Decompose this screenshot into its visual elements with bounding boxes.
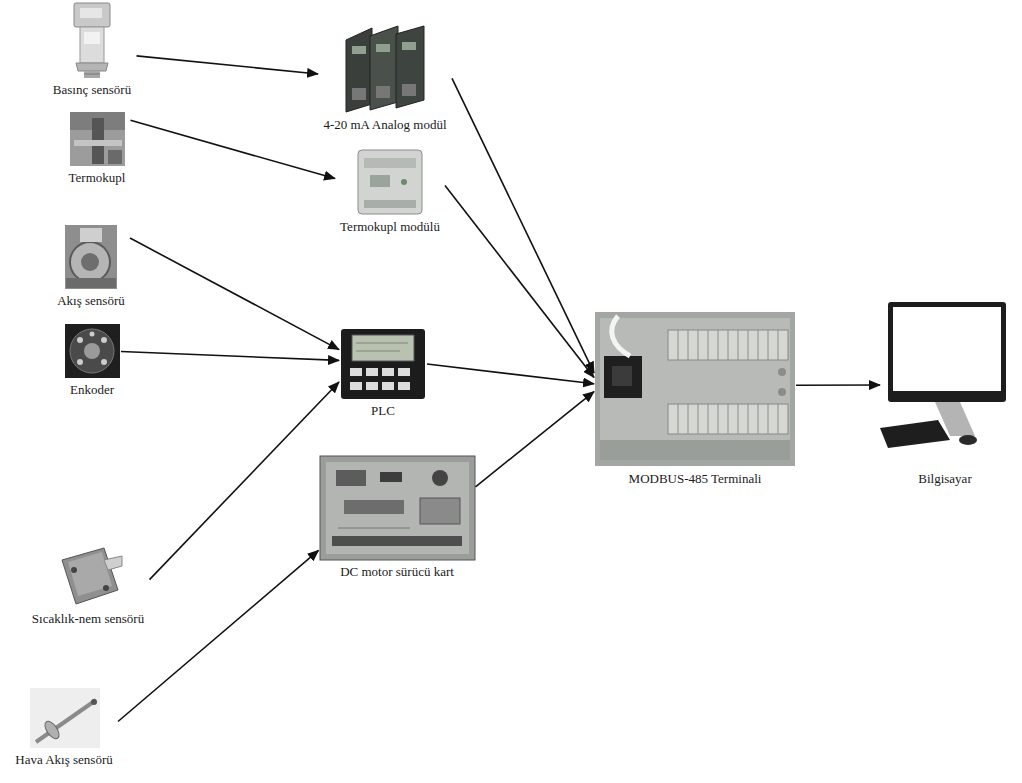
module-node: PLC	[340, 328, 426, 419]
node-label: Hava Akış sensörü	[11, 752, 117, 768]
node-label: Enkoder	[64, 382, 120, 398]
sensor-node: Termokupl	[65, 112, 130, 186]
node-label: Termokupl modülü	[336, 219, 444, 235]
thermocouple-module-photo	[358, 150, 422, 214]
computer-node: Bilgisayar	[881, 302, 1009, 487]
sensor-node: Akış sensörü	[53, 225, 129, 309]
flow-sensor-photo	[65, 225, 117, 289]
node-label: PLC	[340, 403, 426, 419]
connector-arrow	[150, 382, 340, 580]
plc-photo	[341, 329, 425, 399]
node-label: 4-20 mA Analog modül	[319, 117, 451, 133]
thermocouple-photo	[70, 112, 125, 166]
connector-arrow	[130, 238, 339, 350]
connector-arrow	[796, 384, 880, 386]
connector-arrow	[445, 185, 594, 377]
connector-arrow	[427, 364, 594, 384]
dc-motor-driver-photo	[320, 456, 475, 560]
module-node: DC motor sürücü kart	[320, 455, 475, 580]
sensor-node: Sıcaklık-nem sensörü	[28, 545, 149, 627]
encoder-photo	[65, 324, 120, 378]
connector-arrow	[137, 56, 319, 74]
node-label: Sıcaklık-nem sensörü	[28, 611, 149, 627]
computer-icon	[880, 302, 1006, 448]
sensor-node: Hava Akış sensörü	[11, 688, 117, 768]
node-label: Termokupl	[65, 170, 130, 186]
node-label: DC motor sürücü kart	[320, 564, 475, 580]
node-label: Akış sensörü	[53, 293, 129, 309]
analog-module-photo	[346, 26, 424, 112]
node-label: Bilgisayar	[881, 471, 1009, 487]
node-label: MODBUS-485 Terminali	[595, 471, 795, 487]
connector-arrow	[452, 78, 594, 372]
sensor-node: Enkoder	[64, 324, 120, 398]
pressure-sensor-photo	[74, 3, 110, 78]
module-node: 4-20 mA Analog modül	[319, 25, 451, 133]
module-node: Termokupl modülü	[336, 148, 444, 235]
connector-arrow	[131, 120, 336, 178]
node-label: Basınç sensörü	[49, 82, 136, 98]
terminal-node: MODBUS-485 Terminali	[595, 312, 795, 487]
sensor-node: Basınç sensörü	[49, 2, 136, 98]
connector-arrow	[118, 550, 319, 721]
modbus-terminal-photo	[595, 312, 795, 466]
connector-arrow	[121, 352, 339, 361]
temp-humidity-sensor-photo	[62, 548, 122, 604]
connector-arrow	[476, 392, 595, 487]
air-flow-sensor-photo	[30, 688, 100, 748]
